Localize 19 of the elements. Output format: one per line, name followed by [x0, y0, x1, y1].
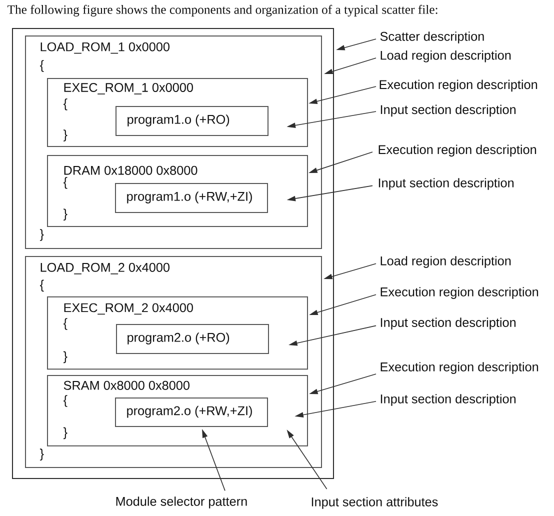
section-box: program2.o (+RW,+ZI) [115, 398, 268, 427]
callout-label: Scatter description [380, 32, 484, 44]
callout-label: Input section description [380, 104, 516, 117]
section-box: program1.o (+RO) [116, 106, 268, 136]
section-box: program1.o (+RW,+ZI) [115, 183, 268, 213]
outer-box [12, 28, 334, 479]
callout-label: Execution region description [380, 287, 538, 299]
callout-label: Input section description [380, 318, 516, 330]
callout-label: Module selector pattern [116, 496, 247, 508]
callout-label: Input section description [380, 394, 516, 406]
title: The following figure shows the components and organization of a typical scatter file: [8, 4, 438, 17]
callout-label: Load region description [380, 256, 511, 268]
section-box: program2.o (+RO) [116, 324, 269, 354]
callout-label: Execution region description [378, 144, 536, 157]
callout-label: Input section attributes [312, 497, 438, 509]
callout-label: Load region description [380, 50, 511, 62]
callout-label: Execution region description [380, 362, 538, 374]
callout-label: Execution region description [380, 80, 538, 92]
callout-label: Input section description [378, 178, 514, 190]
